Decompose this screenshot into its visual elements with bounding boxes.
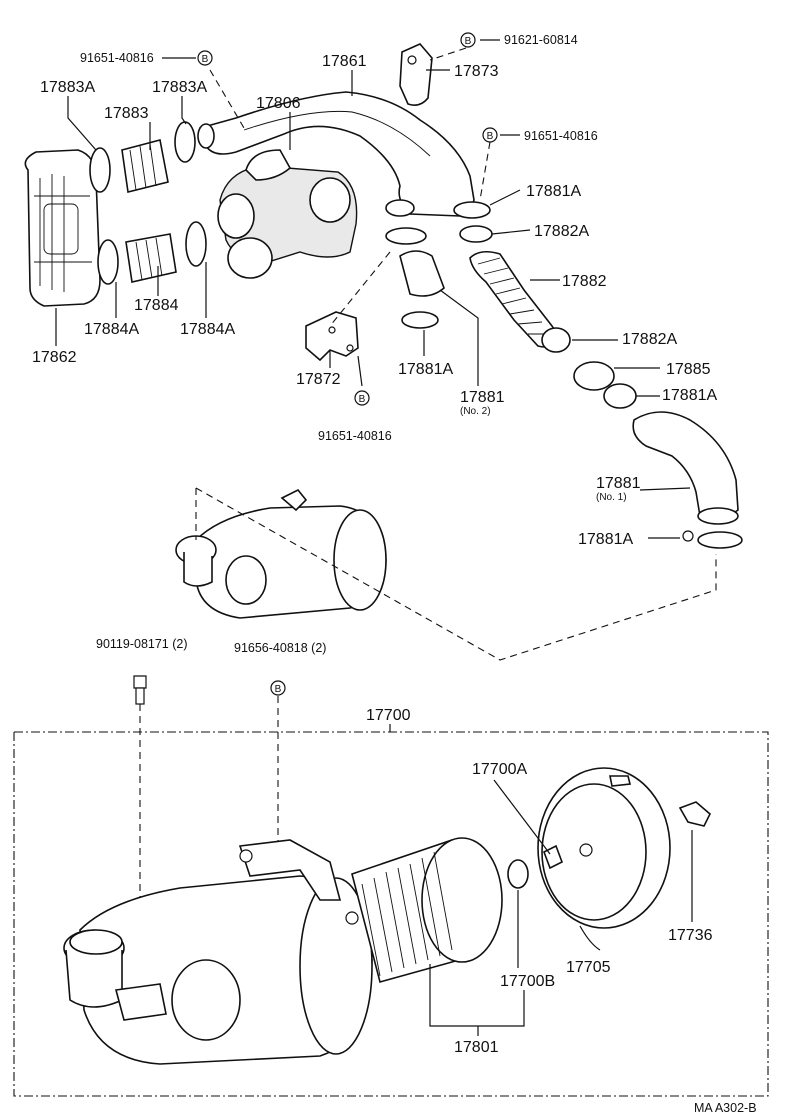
wing-nut-17736 [678, 801, 711, 827]
label-17881-no2-sub: (No. 2) [460, 406, 491, 417]
air-cleaner-case [63, 839, 373, 1065]
label-91621-60814: 91621-60814 [504, 33, 578, 47]
label-17700: 17700 [366, 707, 411, 724]
bolt-marker-top-3: B [482, 127, 498, 143]
bracket-17873 [399, 43, 433, 106]
label-17881-no1-sub: (No. 1) [596, 492, 627, 503]
corrugated-hose-17882 [469, 250, 571, 353]
svg-text:B: B [202, 54, 209, 65]
svg-text:B: B [359, 394, 366, 405]
label-17883A-right: 17883A [152, 79, 207, 96]
label-17882: 17882 [562, 273, 607, 290]
label-17705: 17705 [566, 959, 611, 976]
label-17881-no1: 17881 [596, 475, 641, 492]
label-91651-40816-top: 91651-40816 [80, 51, 154, 65]
label-17881A-mid: 17881A [398, 361, 453, 378]
svg-text:B: B [465, 36, 472, 47]
bolt-marker-top-1: B [197, 50, 213, 66]
label-17883A-left: 17883A [40, 79, 95, 96]
clamp-17882A-upper [459, 225, 493, 243]
assembly-frame-17700 [13, 731, 769, 1097]
label-17736: 17736 [668, 927, 713, 944]
label-17881A-c: 17881A [578, 531, 633, 548]
label-17801: 17801 [454, 1039, 499, 1056]
label-17881-no2: 17881 [460, 389, 505, 406]
label-17881A-b: 17881A [662, 387, 717, 404]
leader-lines-bottom [429, 779, 693, 1036]
label-17885: 17885 [666, 361, 711, 378]
label-17882A-a: 17882A [534, 223, 589, 240]
svg-text:B: B [487, 131, 494, 142]
adapter-17885 [573, 361, 615, 391]
hose-17881-no1 [632, 411, 743, 549]
bracket-17872 [305, 311, 359, 362]
footer-code: MA A302-B [694, 1101, 757, 1115]
clamp-17881A-upper [453, 201, 491, 219]
bolt-marker-91656: B [270, 680, 286, 848]
label-17872: 17872 [296, 371, 341, 388]
label-17884: 17884 [134, 297, 179, 314]
label-90119-08171: 90119-08171 (2) [96, 637, 188, 651]
label-91651-40816-bottom: 91651-40816 [318, 429, 392, 443]
label-17883: 17883 [104, 105, 149, 122]
hose-17884 [97, 221, 207, 285]
label-17881A-a: 17881A [526, 183, 581, 200]
label-91656-40818: 91656-40818 (2) [234, 641, 326, 655]
turbocharger [217, 149, 358, 279]
plug-17700B [507, 859, 529, 889]
hose-17883 [89, 121, 196, 193]
label-17882A-b: 17882A [622, 331, 677, 348]
label-17861: 17861 [322, 53, 367, 70]
label-17806: 17806 [256, 95, 301, 112]
label-17884A-right: 17884A [180, 321, 235, 338]
label-17862: 17862 [32, 349, 77, 366]
bolt-marker-top-4: B [354, 390, 370, 406]
label-17700B: 17700B [500, 973, 555, 990]
label-17873: 17873 [454, 63, 499, 80]
filter-element-17801 [351, 837, 503, 983]
intake-duct-17861 [197, 91, 475, 217]
label-91651-40816-right: 91651-40816 [524, 129, 598, 143]
svg-text:B: B [275, 684, 282, 695]
leader-lines-top [55, 39, 717, 661]
label-17884A-left: 17884A [84, 321, 139, 338]
clamp-17881A-right [603, 383, 637, 409]
hose-17881-no2 [385, 227, 445, 329]
air-cleaner-reference [175, 488, 387, 619]
air-inlet-cover-17862 [24, 149, 101, 307]
cap-17705 [537, 767, 671, 929]
label-17700A: 17700A [472, 761, 527, 778]
bolt-marker-top-2: B [460, 32, 476, 48]
